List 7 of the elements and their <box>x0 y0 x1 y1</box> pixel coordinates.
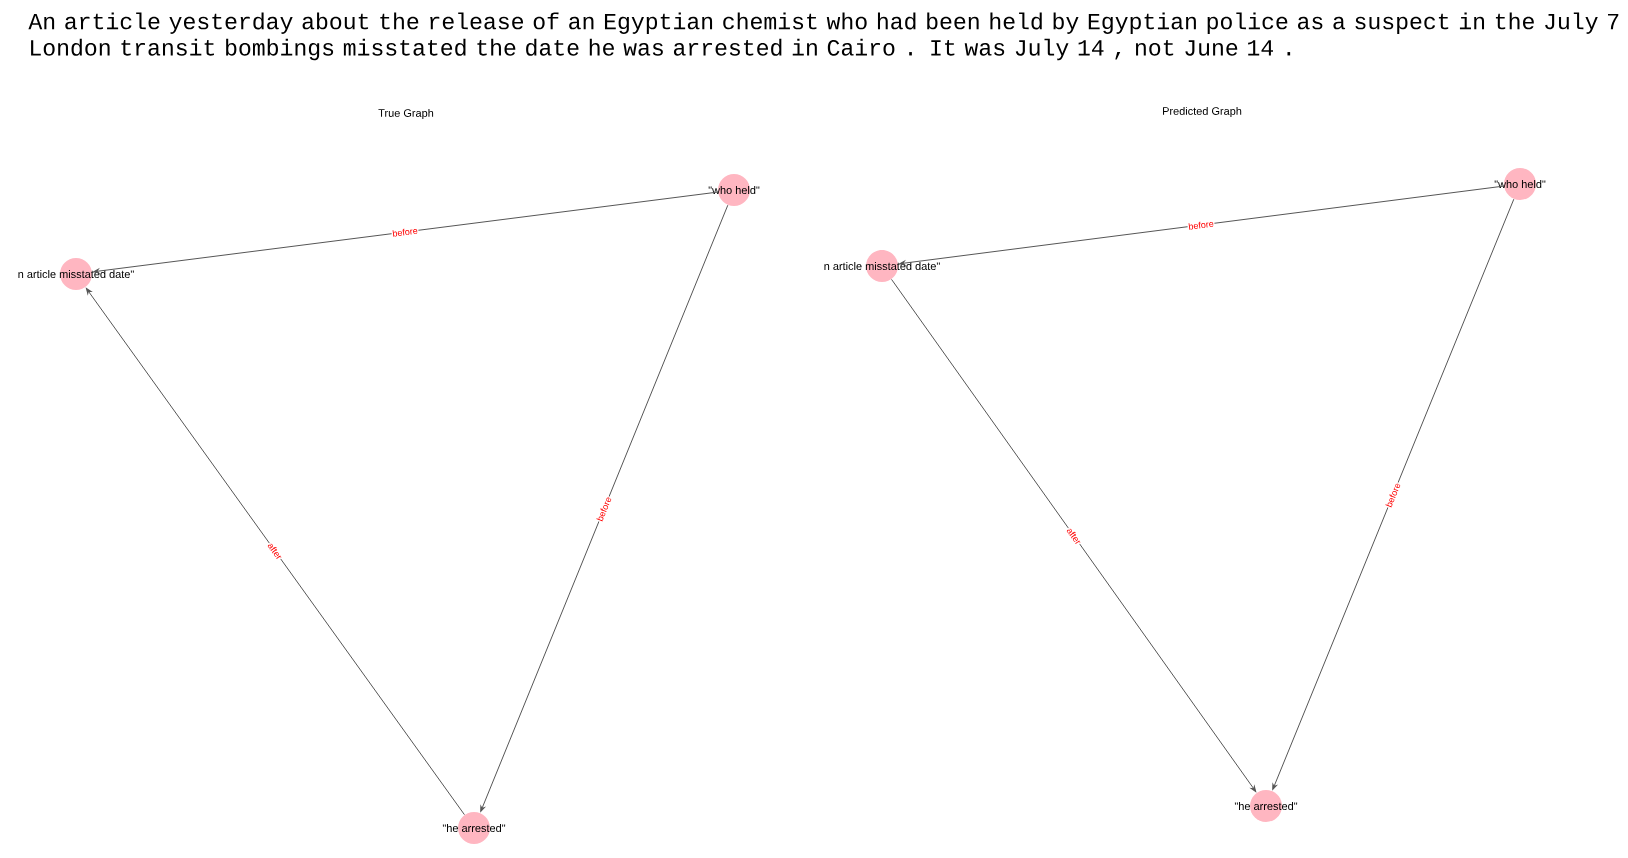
sentence-text: An article yesterday about the release of an Egyptian chemist who had been held by Egyptian police as a suspect in the July 7 London transit bombings misstated the date he was arrested in Cairo . It was July 14 , not June 14 . <box>28 12 1619 61</box>
arrow <box>891 278 1257 792</box>
arrow <box>480 204 729 812</box>
arrow <box>85 287 465 816</box>
arrow <box>1272 198 1515 790</box>
arrow <box>899 185 1505 266</box>
arrow <box>93 191 719 274</box>
